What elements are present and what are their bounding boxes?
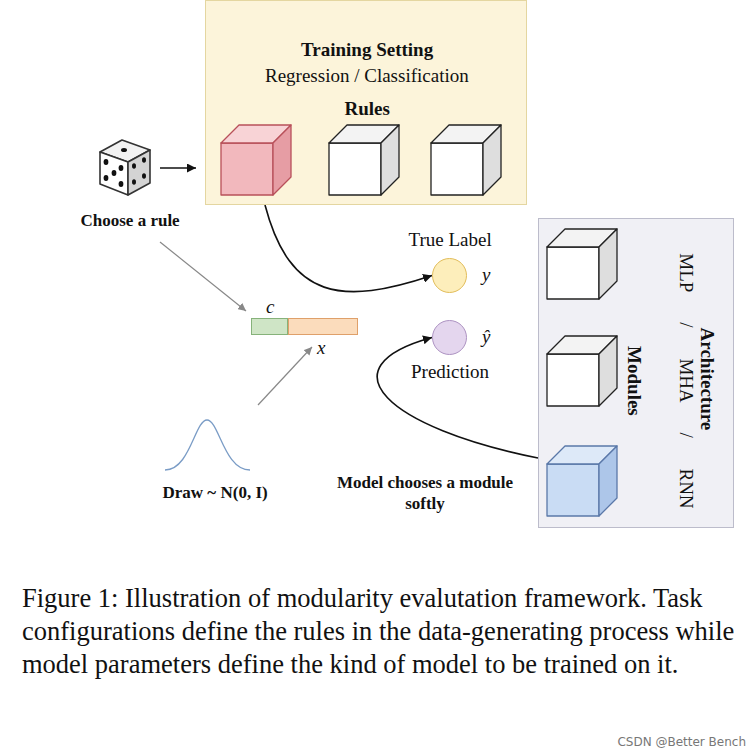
vector-label: c <box>266 296 274 318</box>
dice-icon <box>100 140 150 195</box>
sampling-caption: Draw ~ N(0, I) <box>163 483 268 503</box>
prediction-circle: ŷPrediction <box>432 320 467 355</box>
math-symbol: ŷ <box>482 326 490 348</box>
draw-to-vector-arrow <box>258 347 312 405</box>
circle-caption: True Label <box>409 229 492 251</box>
rule-to-vector-arrow <box>160 242 246 311</box>
flow-arrow <box>265 205 432 292</box>
label-circle: True Labely <box>432 258 467 293</box>
module-caption: Model chooses a module softly <box>333 472 517 514</box>
panel-heading: Modules <box>623 346 645 416</box>
context-segment: c <box>251 318 288 335</box>
watermark: CSDN @Better Bench <box>617 735 746 749</box>
panel-heading: Architecture <box>696 328 718 431</box>
panel-subheading: Regression / Classification <box>265 65 469 87</box>
rule-caption: Choose a rule <box>81 211 180 231</box>
training-setting-panel: Training SettingRegression / Classificat… <box>205 0 527 205</box>
circle-caption: Prediction <box>411 361 489 383</box>
dice-arrow <box>160 167 196 169</box>
architecture-options: MLP / MHA / RNN <box>674 253 696 508</box>
input-segment: x <box>288 318 358 335</box>
gaussian-curve <box>165 420 250 470</box>
vector-label: x <box>317 337 325 359</box>
flow-arrow <box>377 338 538 459</box>
math-symbol: y <box>482 264 490 286</box>
architecture-panel: ArchitectureMLP / MHA / RNN Modules <box>538 218 734 528</box>
figure-caption: Figure 1: Illustration of modularity eva… <box>22 582 736 681</box>
panel-heading: Rules <box>345 98 390 120</box>
panel-heading: Training Setting <box>301 39 433 61</box>
